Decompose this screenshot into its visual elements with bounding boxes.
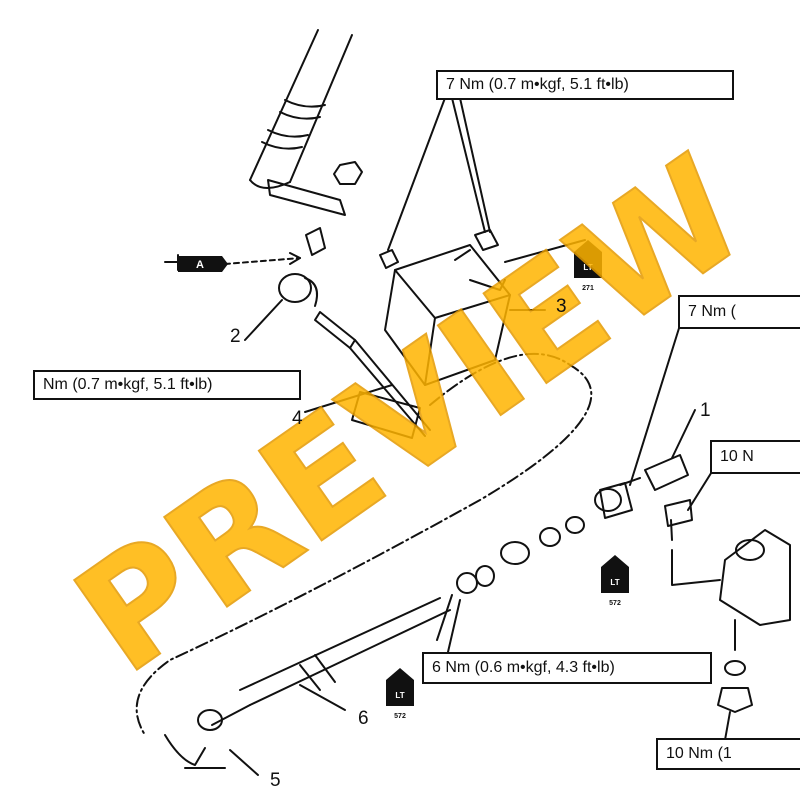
- part-number-5: 5: [270, 770, 281, 791]
- throttle-cable: [135, 352, 593, 736]
- torque-callout-top: 7 Nm (0.7 m•kgf, 5.1 ft•lb): [436, 70, 734, 100]
- top-right-bolt: [474, 229, 499, 251]
- top-left-bolt: [379, 249, 399, 269]
- bottom-mid-leader: [447, 599, 461, 653]
- svg-text:271: 271: [582, 285, 594, 292]
- fork-tube: [249, 29, 353, 189]
- housing-right: [717, 529, 791, 741]
- actuator-part-3: [384, 244, 546, 386]
- arrow-a-tag: A: [178, 256, 228, 272]
- small-bolt: [305, 227, 326, 256]
- lt-badge-572-bottom: LT 572: [386, 668, 414, 720]
- cable-end-part-4: [304, 311, 431, 439]
- lt-badge-572-left: LT 572: [601, 555, 629, 607]
- svg-text:LT: LT: [395, 691, 404, 700]
- part-number-2: 2: [230, 326, 241, 347]
- part-number-3: 3: [556, 296, 567, 317]
- adjuster-part-1: [599, 409, 721, 586]
- shaft-part-6: [211, 597, 451, 726]
- part-number-1: 1: [700, 400, 711, 421]
- svg-text:PREVIEW: PREVIEW: [47, 124, 776, 707]
- svg-text:LT: LT: [610, 578, 619, 587]
- clip-part-5: [164, 709, 259, 776]
- preview-watermark: PREVIEW: [46, 123, 777, 708]
- svg-text:A: A: [196, 259, 204, 271]
- torque-callout-left: Nm (0.7 m•kgf, 5.1 ft•lb): [33, 370, 301, 400]
- knob-part-2: [244, 273, 318, 341]
- bracket-nut: [333, 161, 363, 185]
- torque-callout-right-mid: 10 N: [710, 440, 800, 474]
- torque-callout-bottom-mid: 6 Nm (0.6 m•kgf, 4.3 ft•lb): [422, 652, 712, 684]
- svg-text:572: 572: [394, 713, 406, 720]
- right-upper-leader: [629, 324, 681, 486]
- bracket-plate: [267, 179, 346, 216]
- svg-text:572: 572: [609, 600, 621, 607]
- part-number-4: 4: [292, 408, 303, 429]
- lt-badge-271: LT 271: [574, 240, 602, 292]
- svg-text:LT: LT: [583, 263, 592, 272]
- torque-callout-bottom-right: 10 Nm (1: [656, 738, 800, 770]
- top-callout-leaders: [387, 97, 586, 263]
- torque-callout-right-upper: 7 Nm (: [678, 295, 800, 329]
- part-number-6: 6: [358, 708, 369, 729]
- cable-fittings: [436, 488, 622, 641]
